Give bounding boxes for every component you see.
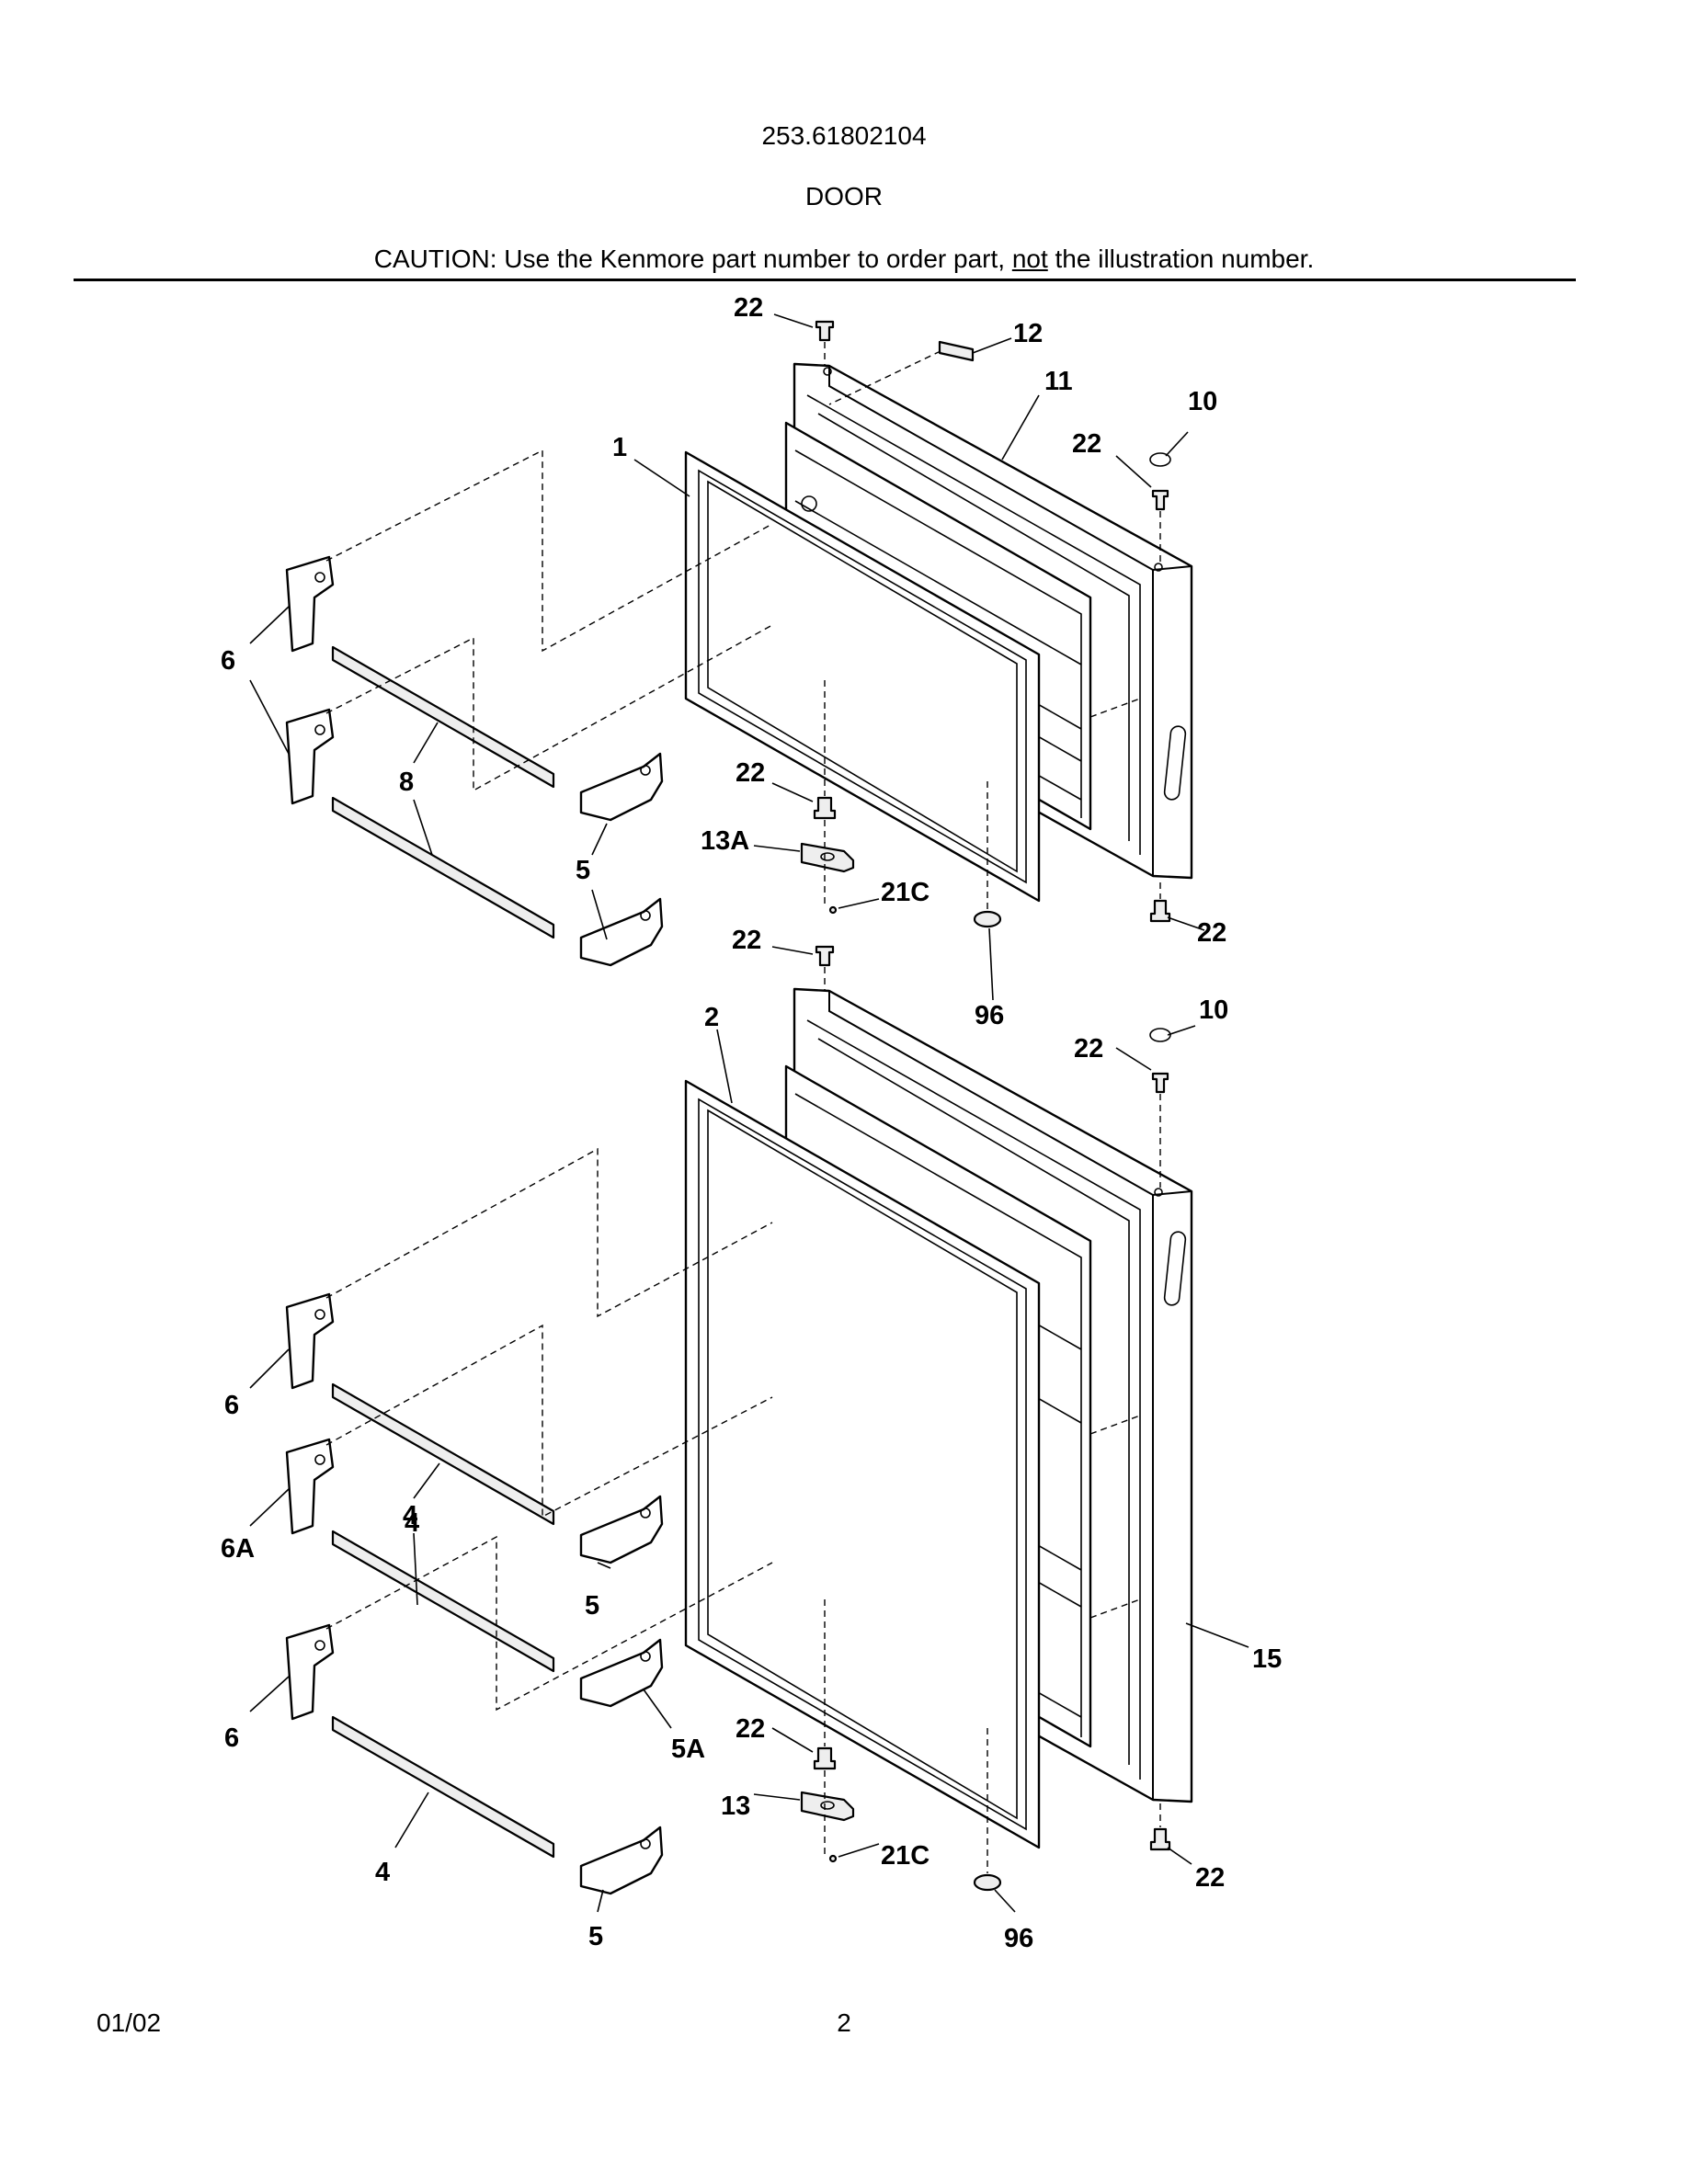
callout-6: 6 xyxy=(224,1723,239,1753)
callout-1: 1 xyxy=(612,433,627,462)
callout-10: 10 xyxy=(1199,995,1228,1025)
section-title: DOOR xyxy=(805,182,883,210)
screw-22-lower-right-upper xyxy=(1149,899,1171,923)
callout-11: 11 xyxy=(1044,367,1073,396)
bracket-5a xyxy=(579,1638,664,1708)
washer-96-lower xyxy=(973,1873,1002,1892)
shelf-bar-4-c xyxy=(331,1715,555,1859)
screw-21c-upper xyxy=(828,905,838,915)
callout-22: 22 xyxy=(1197,918,1226,948)
callout-13a: 13A xyxy=(701,826,749,856)
assembly-lines xyxy=(325,342,1161,1873)
model-number: 253.61802104 xyxy=(761,121,927,150)
callout-22: 22 xyxy=(736,1714,765,1744)
callout-5: 5 xyxy=(585,1591,599,1621)
caution-note: CAUTION: Use the Kenmore part number to … xyxy=(0,245,1688,274)
header-rule xyxy=(74,279,1576,281)
screw-21c-lower xyxy=(828,1854,838,1863)
bracket-6-upper-a xyxy=(285,555,335,653)
shelf-bar-8-a xyxy=(331,645,555,789)
callout-22: 22 xyxy=(736,758,765,788)
callout-6a: 6A xyxy=(221,1534,255,1564)
page-number: 2 xyxy=(837,2008,851,2037)
freezer-door-gasket xyxy=(684,450,1041,903)
bracket-6-lower-a xyxy=(285,1292,335,1390)
callouts: 22 12 11 10 22 1 6 8 22 13A 5 21C 22 22 … xyxy=(221,293,1282,1953)
screw-22-lower-left-upper xyxy=(813,796,837,820)
hinge-bracket-13 xyxy=(800,1791,855,1822)
shelf-bar-4-a xyxy=(331,1382,555,1526)
caution-text-end: the illustration number. xyxy=(1047,245,1315,273)
hinge-bracket-13a xyxy=(800,842,855,873)
callout-96: 96 xyxy=(975,1001,1004,1030)
screw-22-lower-right-lower xyxy=(1149,1827,1171,1851)
callout-6: 6 xyxy=(224,1391,239,1420)
bracket-5-upper-b xyxy=(579,897,664,967)
bracket-5-lower-b xyxy=(579,1826,664,1895)
callout-4: 4 xyxy=(403,1501,417,1530)
nameplate-12 xyxy=(938,340,975,362)
callout-96: 96 xyxy=(1004,1924,1033,1953)
callout-21c: 21C xyxy=(881,878,930,907)
caution-emphasis: not xyxy=(1011,245,1048,273)
bracket-5-upper-a xyxy=(579,752,664,822)
callout-21c: 21C xyxy=(881,1841,930,1871)
screw-22-top-lower-door xyxy=(815,945,835,967)
bracket-5-lower-a xyxy=(579,1495,664,1564)
fresh-food-door-gasket xyxy=(684,1079,1041,1849)
callout-22: 22 xyxy=(734,293,763,323)
callout-22: 22 xyxy=(1195,1863,1225,1893)
callout-15: 15 xyxy=(1252,1644,1282,1674)
callout-12: 12 xyxy=(1013,319,1043,348)
plug-10-lower xyxy=(1149,1028,1171,1042)
callout-4: 4 xyxy=(405,1508,419,1538)
callout-10: 10 xyxy=(1188,387,1217,416)
screw-22-top-upper xyxy=(815,320,835,342)
screw-22-right-lower xyxy=(1151,1072,1169,1094)
callout-5a: 5A xyxy=(671,1735,705,1764)
bracket-6-lower-b xyxy=(285,1623,335,1721)
caution-text: CAUTION: Use the Kenmore part number to … xyxy=(373,245,1012,273)
callout-8: 8 xyxy=(399,768,414,797)
callout-22: 22 xyxy=(732,926,761,955)
washer-96-upper xyxy=(973,910,1002,928)
screw-22-right-upper xyxy=(1151,489,1169,511)
plug-10-upper xyxy=(1149,452,1171,467)
callout-4: 4 xyxy=(375,1858,390,1887)
bracket-6a xyxy=(285,1438,335,1535)
shelf-bar-4-b xyxy=(331,1530,555,1673)
bracket-6-upper-b xyxy=(285,708,335,805)
callout-2: 2 xyxy=(704,1003,719,1032)
callout-13: 13 xyxy=(721,1792,750,1821)
callout-22: 22 xyxy=(1072,429,1101,459)
leader-lines xyxy=(249,313,1249,1913)
callout-22: 22 xyxy=(1074,1034,1103,1064)
callout-6: 6 xyxy=(221,646,235,676)
revision-date: 01/02 xyxy=(97,2008,162,2037)
screw-22-lower-left-lower xyxy=(813,1746,837,1770)
callout-5: 5 xyxy=(576,856,590,885)
shelf-bar-8-b xyxy=(331,796,555,939)
callout-5: 5 xyxy=(588,1922,603,1951)
